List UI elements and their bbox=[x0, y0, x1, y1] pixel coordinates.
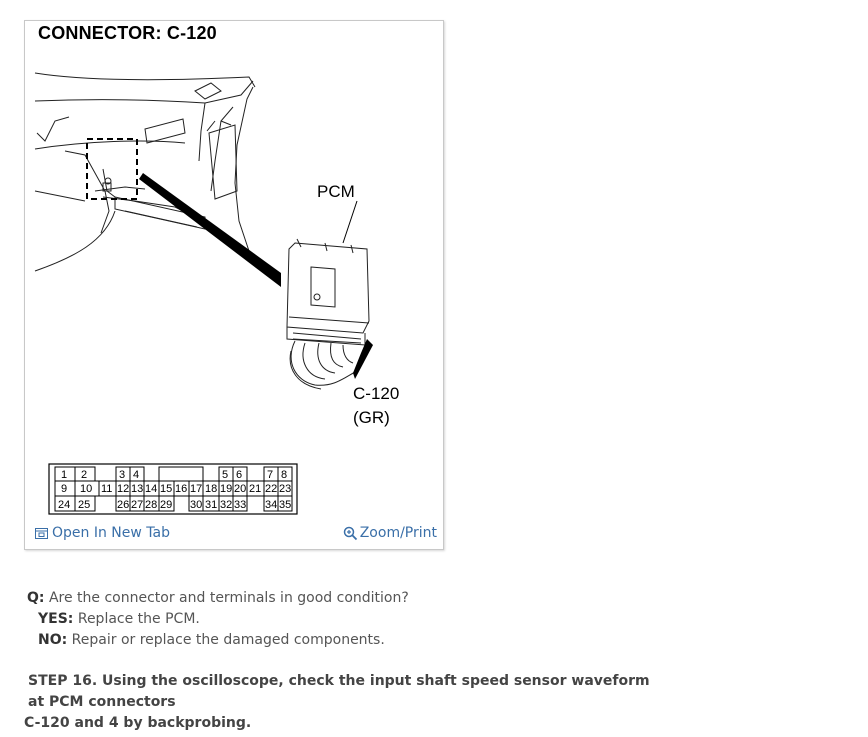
pin-5: 5 bbox=[222, 469, 228, 481]
zoom-print-link[interactable]: Zoom/Print bbox=[343, 525, 437, 541]
figure-title: CONNECTOR: C-120 bbox=[38, 23, 217, 43]
pin-7: 7 bbox=[267, 469, 273, 481]
pin-35: 35 bbox=[279, 499, 291, 511]
connector-pin-diagram: 1 2 3 4 5 6 7 8 9 10 11 12 13 14 15 16 1… bbox=[48, 463, 298, 515]
open-in-new-tab-link[interactable]: Open In New Tab bbox=[35, 525, 170, 541]
figure-footer: Open In New Tab Zoom/Print bbox=[25, 519, 443, 549]
pin-9: 9 bbox=[61, 483, 67, 495]
pin-6: 6 bbox=[236, 469, 242, 481]
pin-29: 29 bbox=[160, 499, 172, 511]
pin-17: 17 bbox=[190, 483, 202, 495]
pin-20: 20 bbox=[234, 483, 246, 495]
pin-13: 13 bbox=[131, 483, 143, 495]
pin-3: 3 bbox=[119, 469, 125, 481]
question-text: Are the connector and terminals in good … bbox=[44, 590, 409, 606]
yes-text: Replace the PCM. bbox=[73, 611, 200, 627]
question-answer-block: Q: Are the connector and terminals in go… bbox=[27, 588, 409, 651]
pin-30: 30 bbox=[190, 499, 202, 511]
pin-12: 12 bbox=[117, 483, 129, 495]
pin-11: 11 bbox=[101, 483, 112, 495]
pin-32: 32 bbox=[220, 499, 232, 511]
pin-23: 23 bbox=[279, 483, 291, 495]
zoom-in-icon bbox=[343, 526, 357, 540]
pin-10: 10 bbox=[80, 483, 92, 495]
open-in-new-tab-label: Open In New Tab bbox=[52, 525, 170, 541]
pin-19: 19 bbox=[220, 483, 232, 495]
question-prefix: Q: bbox=[27, 590, 45, 606]
pin-8: 8 bbox=[281, 469, 287, 481]
pin-34: 34 bbox=[265, 499, 277, 511]
pin-21: 21 bbox=[249, 483, 261, 495]
yes-prefix: YES: bbox=[38, 611, 74, 627]
no-text: Repair or replace the damaged components… bbox=[67, 632, 385, 648]
pin-25: 25 bbox=[78, 499, 90, 511]
pin-2: 2 bbox=[81, 469, 87, 481]
pin-26: 26 bbox=[117, 499, 129, 511]
connector-location-drawing: PCM C-120 (GR) bbox=[34, 72, 399, 515]
pin-15: 15 bbox=[160, 483, 172, 495]
figure-card: CONNECTOR: C-120 bbox=[24, 20, 444, 550]
zoom-print-label: Zoom/Print bbox=[359, 525, 437, 541]
pin-18: 18 bbox=[205, 483, 217, 495]
pin-22: 22 bbox=[265, 483, 277, 495]
pin-14: 14 bbox=[145, 483, 157, 495]
no-prefix: NO: bbox=[38, 632, 68, 648]
pin-27: 27 bbox=[131, 499, 143, 511]
pin-1: 1 bbox=[61, 469, 67, 481]
yes-line: YES: Replace the PCM. bbox=[27, 609, 409, 630]
pin-16: 16 bbox=[175, 483, 187, 495]
pcm-label: PCM bbox=[317, 182, 355, 201]
question-line: Q: Are the connector and terminals in go… bbox=[27, 588, 409, 609]
pin-28: 28 bbox=[145, 499, 157, 511]
pin-4: 4 bbox=[133, 469, 139, 481]
pin-33: 33 bbox=[234, 499, 246, 511]
no-line: NO: Repair or replace the damaged compon… bbox=[27, 630, 409, 651]
connector-color-label: (GR) bbox=[353, 408, 390, 427]
step-line-2: C-120 and 4 by backprobing. bbox=[24, 715, 252, 731]
step-16-instruction: STEP 16. Using the oscilloscope, check t… bbox=[24, 671, 664, 734]
connector-label: C-120 bbox=[353, 384, 399, 403]
step-line-1: STEP 16. Using the oscilloscope, check t… bbox=[28, 673, 650, 710]
pin-24: 24 bbox=[58, 499, 70, 511]
pin-31: 31 bbox=[205, 499, 217, 511]
open-tab-icon bbox=[35, 527, 48, 539]
